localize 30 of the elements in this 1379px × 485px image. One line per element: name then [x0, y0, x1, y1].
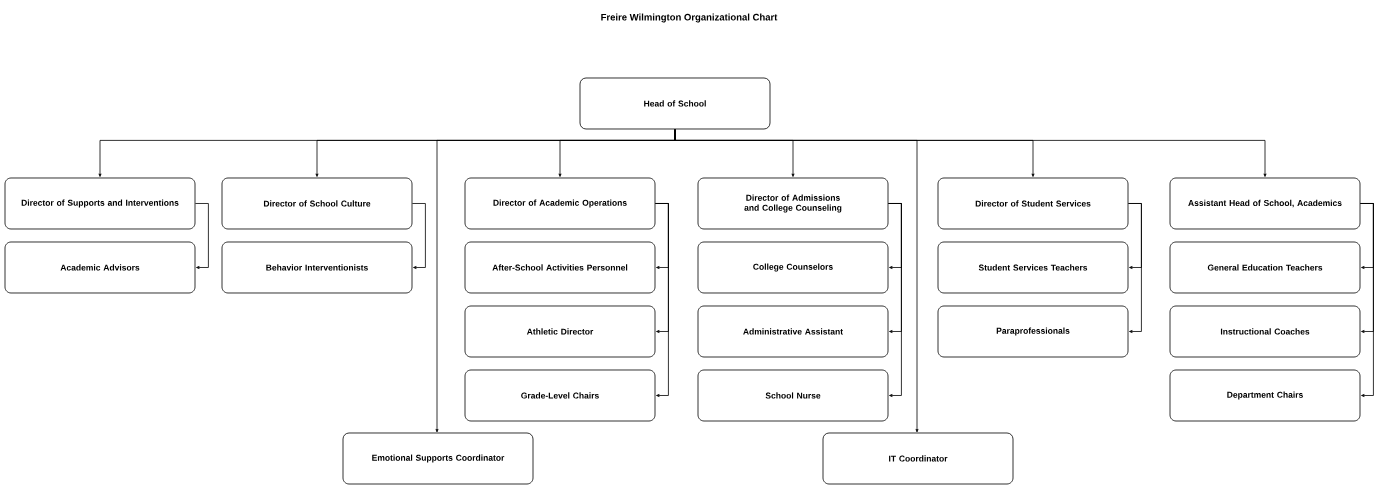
role-box: Head of School: [579, 77, 771, 130]
role-box: Director of School Culture: [221, 177, 413, 230]
role-box: General Education Teachers: [1169, 241, 1361, 294]
role-box: Director of Admissions and College Counseling: [697, 177, 889, 230]
connector-arrow: [412, 203, 426, 269]
role-box: Grade-Level Chairs: [464, 369, 656, 422]
connector-arrow: [1128, 203, 1142, 333]
role-box: Student Services Teachers: [937, 241, 1129, 294]
chart-title: Freire Wilmington Organizational Chart: [601, 13, 778, 23]
connector-arrow: [195, 203, 209, 269]
role-box: Behavior Interventionists: [221, 241, 413, 294]
role-box: Director of Supports and Interventions: [4, 177, 196, 230]
role-box: Administrative Assistant: [697, 305, 889, 358]
role-box: School Nurse: [697, 369, 889, 422]
role-box: Paraprofessionals: [937, 305, 1129, 358]
role-box: Department Chairs: [1169, 369, 1361, 422]
connector-arrow: [1360, 203, 1374, 397]
role-box: IT Coordinator: [822, 432, 1014, 485]
role-box: Director of Student Services: [937, 177, 1129, 230]
connector-arrow: [888, 203, 902, 397]
role-box: College Counselors: [697, 241, 889, 294]
connector-arrow: [655, 203, 669, 397]
role-box: Athletic Director: [464, 305, 656, 358]
role-box: Academic Advisors: [4, 241, 196, 294]
role-box: Assistant Head of School, Academics: [1169, 177, 1361, 230]
role-box: Director of Academic Operations: [464, 177, 656, 230]
role-box: Instructional Coaches: [1169, 305, 1361, 358]
connector-arrow: [674, 129, 1267, 177]
role-box: After-School Activities Personnel: [464, 241, 656, 294]
role-box: Emotional Supports Coordinator: [342, 432, 534, 485]
